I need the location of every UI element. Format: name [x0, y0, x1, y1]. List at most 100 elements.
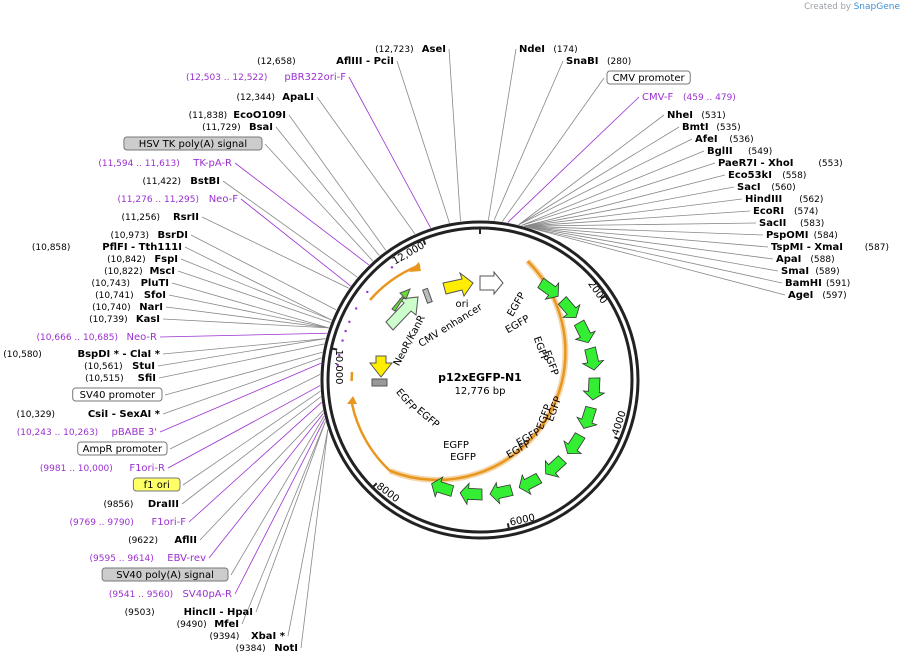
left-label-name-17: NarI	[139, 302, 163, 313]
left-leader-16	[168, 294, 329, 329]
right-label-name-8: PaeR7I - XhoI	[718, 158, 794, 169]
left-label-13: FspI(10,842)	[107, 254, 178, 265]
left-leader-4	[288, 114, 387, 251]
left-label-pos-36: (9490)	[177, 620, 207, 630]
right-label-name-0: NdeI	[519, 44, 545, 55]
right-label-pos-8: (553)	[818, 159, 842, 169]
left-leader-28	[182, 390, 321, 486]
left-label-pos-25: (10,243 .. 10,263)	[17, 428, 98, 438]
left-label-name-37: XbaI *	[251, 631, 286, 642]
left-label-name-12: PflFI - Tth111I	[102, 242, 182, 253]
right-label-pos-12: (574)	[794, 207, 818, 217]
right-leader-11	[524, 198, 743, 227]
right-label-pos-11: (562)	[799, 195, 823, 205]
left-label-30: F1ori-F (9769 .. 9790)	[70, 517, 187, 528]
left-label-34: SV40pA-R (9541 .. 9560)	[109, 589, 232, 600]
left-leader-22	[158, 343, 325, 379]
egfp-arrow-9	[489, 481, 514, 505]
left-leader-26	[169, 374, 321, 450]
left-label-name-27: F1ori-R	[129, 463, 165, 474]
right-label-11: HindIII (562)	[745, 194, 823, 205]
right-leader-13	[524, 222, 757, 227]
primer-site-dot-2	[354, 307, 358, 310]
right-label-name-11: HindIII	[745, 194, 782, 205]
left-leader-25	[159, 362, 322, 433]
left-label-pos-34: (9541 .. 9560)	[109, 590, 173, 600]
left-label-name-33: SV40 poly(A) signal	[116, 570, 214, 581]
right-label-19: AgeI(597)	[788, 290, 847, 301]
right-label-10: SacI(560)	[737, 182, 796, 193]
left-label-name-9: Neo-F	[209, 194, 239, 205]
right-label-5: BmtI(535)	[682, 122, 741, 133]
right-label-4: NheI(531)	[667, 110, 726, 121]
egfp-arrow-8	[518, 472, 543, 496]
egfp-label-9: EGFP	[443, 440, 469, 451]
left-label-16: SfoI(10,741)	[95, 290, 166, 301]
right-label-3: CMV-F(459 .. 479)	[642, 92, 736, 103]
left-label-9: Neo-F(11,276 .. 11,295)	[118, 194, 239, 205]
left-label-name-34: SV40pA-R	[183, 589, 232, 600]
right-leader-2	[501, 77, 605, 222]
egfp-arrow-11	[431, 476, 455, 498]
egfp-features	[431, 277, 606, 506]
primer-site-dot-3	[348, 320, 351, 324]
left-label-37: XbaI *(9394)	[209, 631, 285, 642]
right-leader-8	[521, 162, 716, 226]
backbone-outer	[320, 220, 640, 540]
left-label-name-4: EcoO109I	[233, 110, 286, 121]
egfp-arrow-7	[544, 455, 567, 478]
left-label-5: BsaI(11,729)	[202, 122, 273, 133]
left-leader-13	[180, 258, 332, 321]
left-leader-2	[348, 76, 431, 229]
left-label-14: MscI(10,822)	[104, 266, 175, 277]
left-label-box-28	[132, 477, 181, 492]
left-label-33: SV40 poly(A) signal	[101, 567, 229, 582]
left-label-pos-18: (10,739)	[89, 315, 128, 325]
ruler-tick-4	[371, 482, 378, 489]
left-label-pos-11: (10,973)	[110, 231, 149, 241]
left-label-pos-22: (10,515)	[85, 374, 124, 384]
left-leader-23	[164, 351, 323, 396]
right-label-name-6: AfeI	[695, 134, 718, 145]
left-label-8: BstBI(11,422)	[142, 176, 220, 187]
left-label-26: AmpR promoter	[77, 441, 168, 456]
left-label-pos-8: (11,422)	[142, 177, 181, 187]
left-leader-31	[199, 410, 324, 541]
left-leader-38	[300, 429, 329, 649]
left-label-1: AflIII - PciI(12,658)	[257, 56, 394, 67]
right-leader-5	[518, 126, 680, 226]
left-leader-7	[234, 162, 370, 266]
left-leader-30	[188, 401, 322, 523]
left-label-name-2: pBR322ori-F	[284, 72, 346, 83]
right-label-name-14: PspOMI	[766, 230, 808, 241]
right-leader-17	[524, 225, 779, 272]
left-label-pos-30: (9769 .. 9790)	[70, 518, 134, 528]
label-leader-lines	[157, 48, 786, 649]
egfp-arrow-5	[576, 405, 598, 429]
right-label-name-4: NheI	[667, 110, 693, 121]
left-label-31: AflII(9622)	[128, 535, 197, 546]
egfp-label-11: EGFP	[393, 387, 418, 414]
right-label-name-2: CMV promoter	[613, 73, 686, 84]
left-label-name-14: MscI	[149, 266, 175, 277]
tick-label-6000: 6000	[509, 513, 536, 529]
egfp-arrow-3	[581, 346, 605, 371]
left-label-name-32: EBV-rev	[167, 553, 206, 564]
left-label-name-13: FspI	[154, 254, 178, 265]
left-label-pos-3: (12,344)	[236, 93, 275, 103]
right-label-12: EcoRI(574)	[753, 206, 818, 217]
right-label-name-7: BglII	[707, 146, 733, 157]
neor-feature	[385, 296, 419, 331]
left-label-3: ApaLI(12,344)	[236, 92, 314, 103]
left-label-21: StuI(10,561)	[84, 361, 155, 372]
left-leader-35	[255, 421, 326, 613]
left-label-name-30: F1ori-F	[152, 517, 187, 528]
left-leader-1	[396, 60, 450, 224]
egfp-arrow-0	[537, 277, 560, 300]
left-label-name-22: SfiI	[138, 373, 156, 384]
right-label-14: PspOMI(584)	[766, 230, 838, 241]
left-label-name-35: HincII - HpaI	[184, 607, 253, 618]
ruler-tick-3	[506, 523, 510, 530]
left-label-11: BsrDI(10,973)	[110, 230, 188, 241]
right-label-name-10: SacI	[737, 182, 761, 193]
